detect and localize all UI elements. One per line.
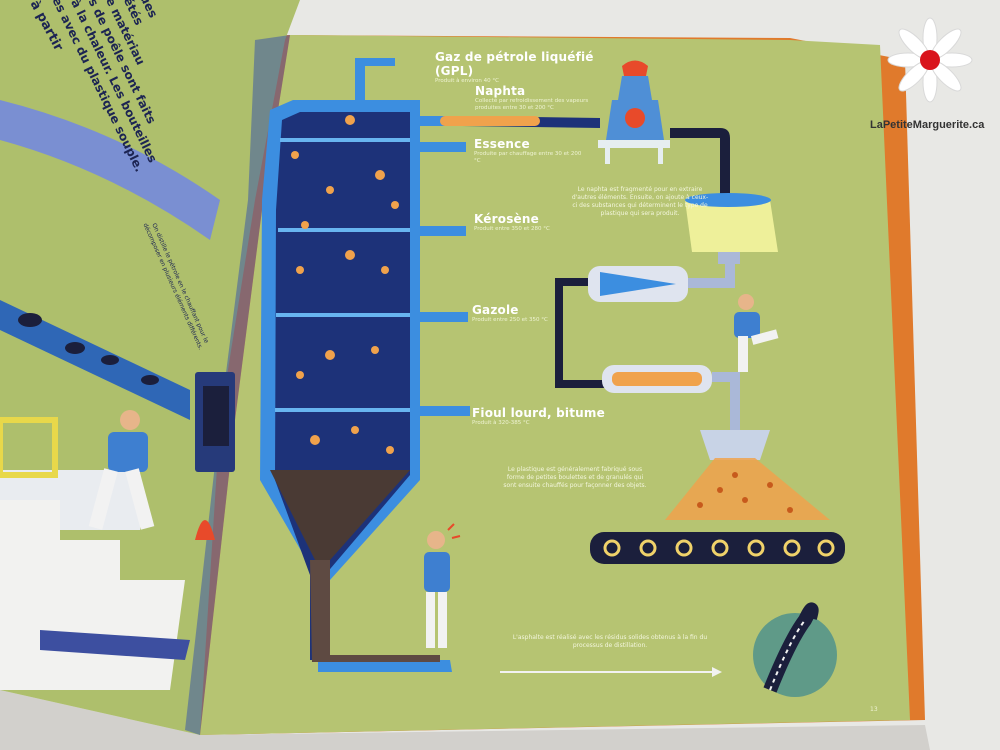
label-gpl: Gaz de pétrole liquéfié (GPL) Produit à … [435, 50, 625, 85]
worker-bottom [424, 523, 461, 648]
label-naphta: Naphta Collecté par refroidissement des … [475, 84, 595, 112]
worker-left [88, 410, 155, 530]
asphalt-caption: L'asphalte est réalisé avec les résidus … [512, 634, 708, 649]
watermark-text: LaPetiteMarguerite.ca [870, 119, 985, 131]
distillation-tower [260, 58, 452, 672]
label-gazole-detail: Produit entre 250 et 350 °C [472, 317, 548, 323]
label-kerosene: Kérosène Produit entre 350 et 280 °C [474, 212, 554, 233]
label-gazole-title: Gazole [472, 303, 519, 317]
label-gazole: Gazole Produit entre 250 et 350 °C [472, 303, 552, 324]
label-kerosene-title: Kérosène [474, 212, 539, 226]
pipe-oil [0, 300, 190, 420]
plastic-caption: Le plastique est généralement fabriqué s… [503, 466, 647, 489]
label-fioul-title: Fioul lourd, bitume [472, 406, 605, 420]
label-naphta-detail: Collecté par refroidissement des vapeurs… [475, 98, 589, 111]
label-gpl-title: Gaz de pétrole liquéfié (GPL) [435, 50, 594, 78]
watermark-flower-icon [887, 17, 973, 103]
label-essence-title: Essence [474, 137, 530, 151]
label-essence-detail: Produite par chauffage entre 30 et 200 °… [474, 151, 582, 164]
label-kerosene-detail: Produit entre 350 et 280 °C [474, 226, 550, 232]
extruder [588, 258, 735, 302]
pipe-left [0, 100, 220, 240]
label-gpl-detail: Produit à environ 40 °C [435, 78, 499, 84]
label-essence: Essence Produite par chauffage entre 30 … [474, 137, 584, 165]
conveyor-belt [590, 532, 845, 564]
label-fioul: Fioul lourd, bitume Produit à 320-385 °C [472, 406, 622, 427]
worker-right [734, 294, 779, 372]
naphta-caption: Le naphta est fragmenté pour en extraire… [571, 186, 709, 217]
furnace-right [598, 60, 670, 164]
label-fioul-detail: Produit à 320-385 °C [472, 420, 530, 426]
page-number: 13 [870, 706, 878, 713]
vat [685, 200, 778, 252]
label-naphta-title: Naphta [475, 84, 526, 98]
pellet-cylinder [602, 365, 740, 432]
